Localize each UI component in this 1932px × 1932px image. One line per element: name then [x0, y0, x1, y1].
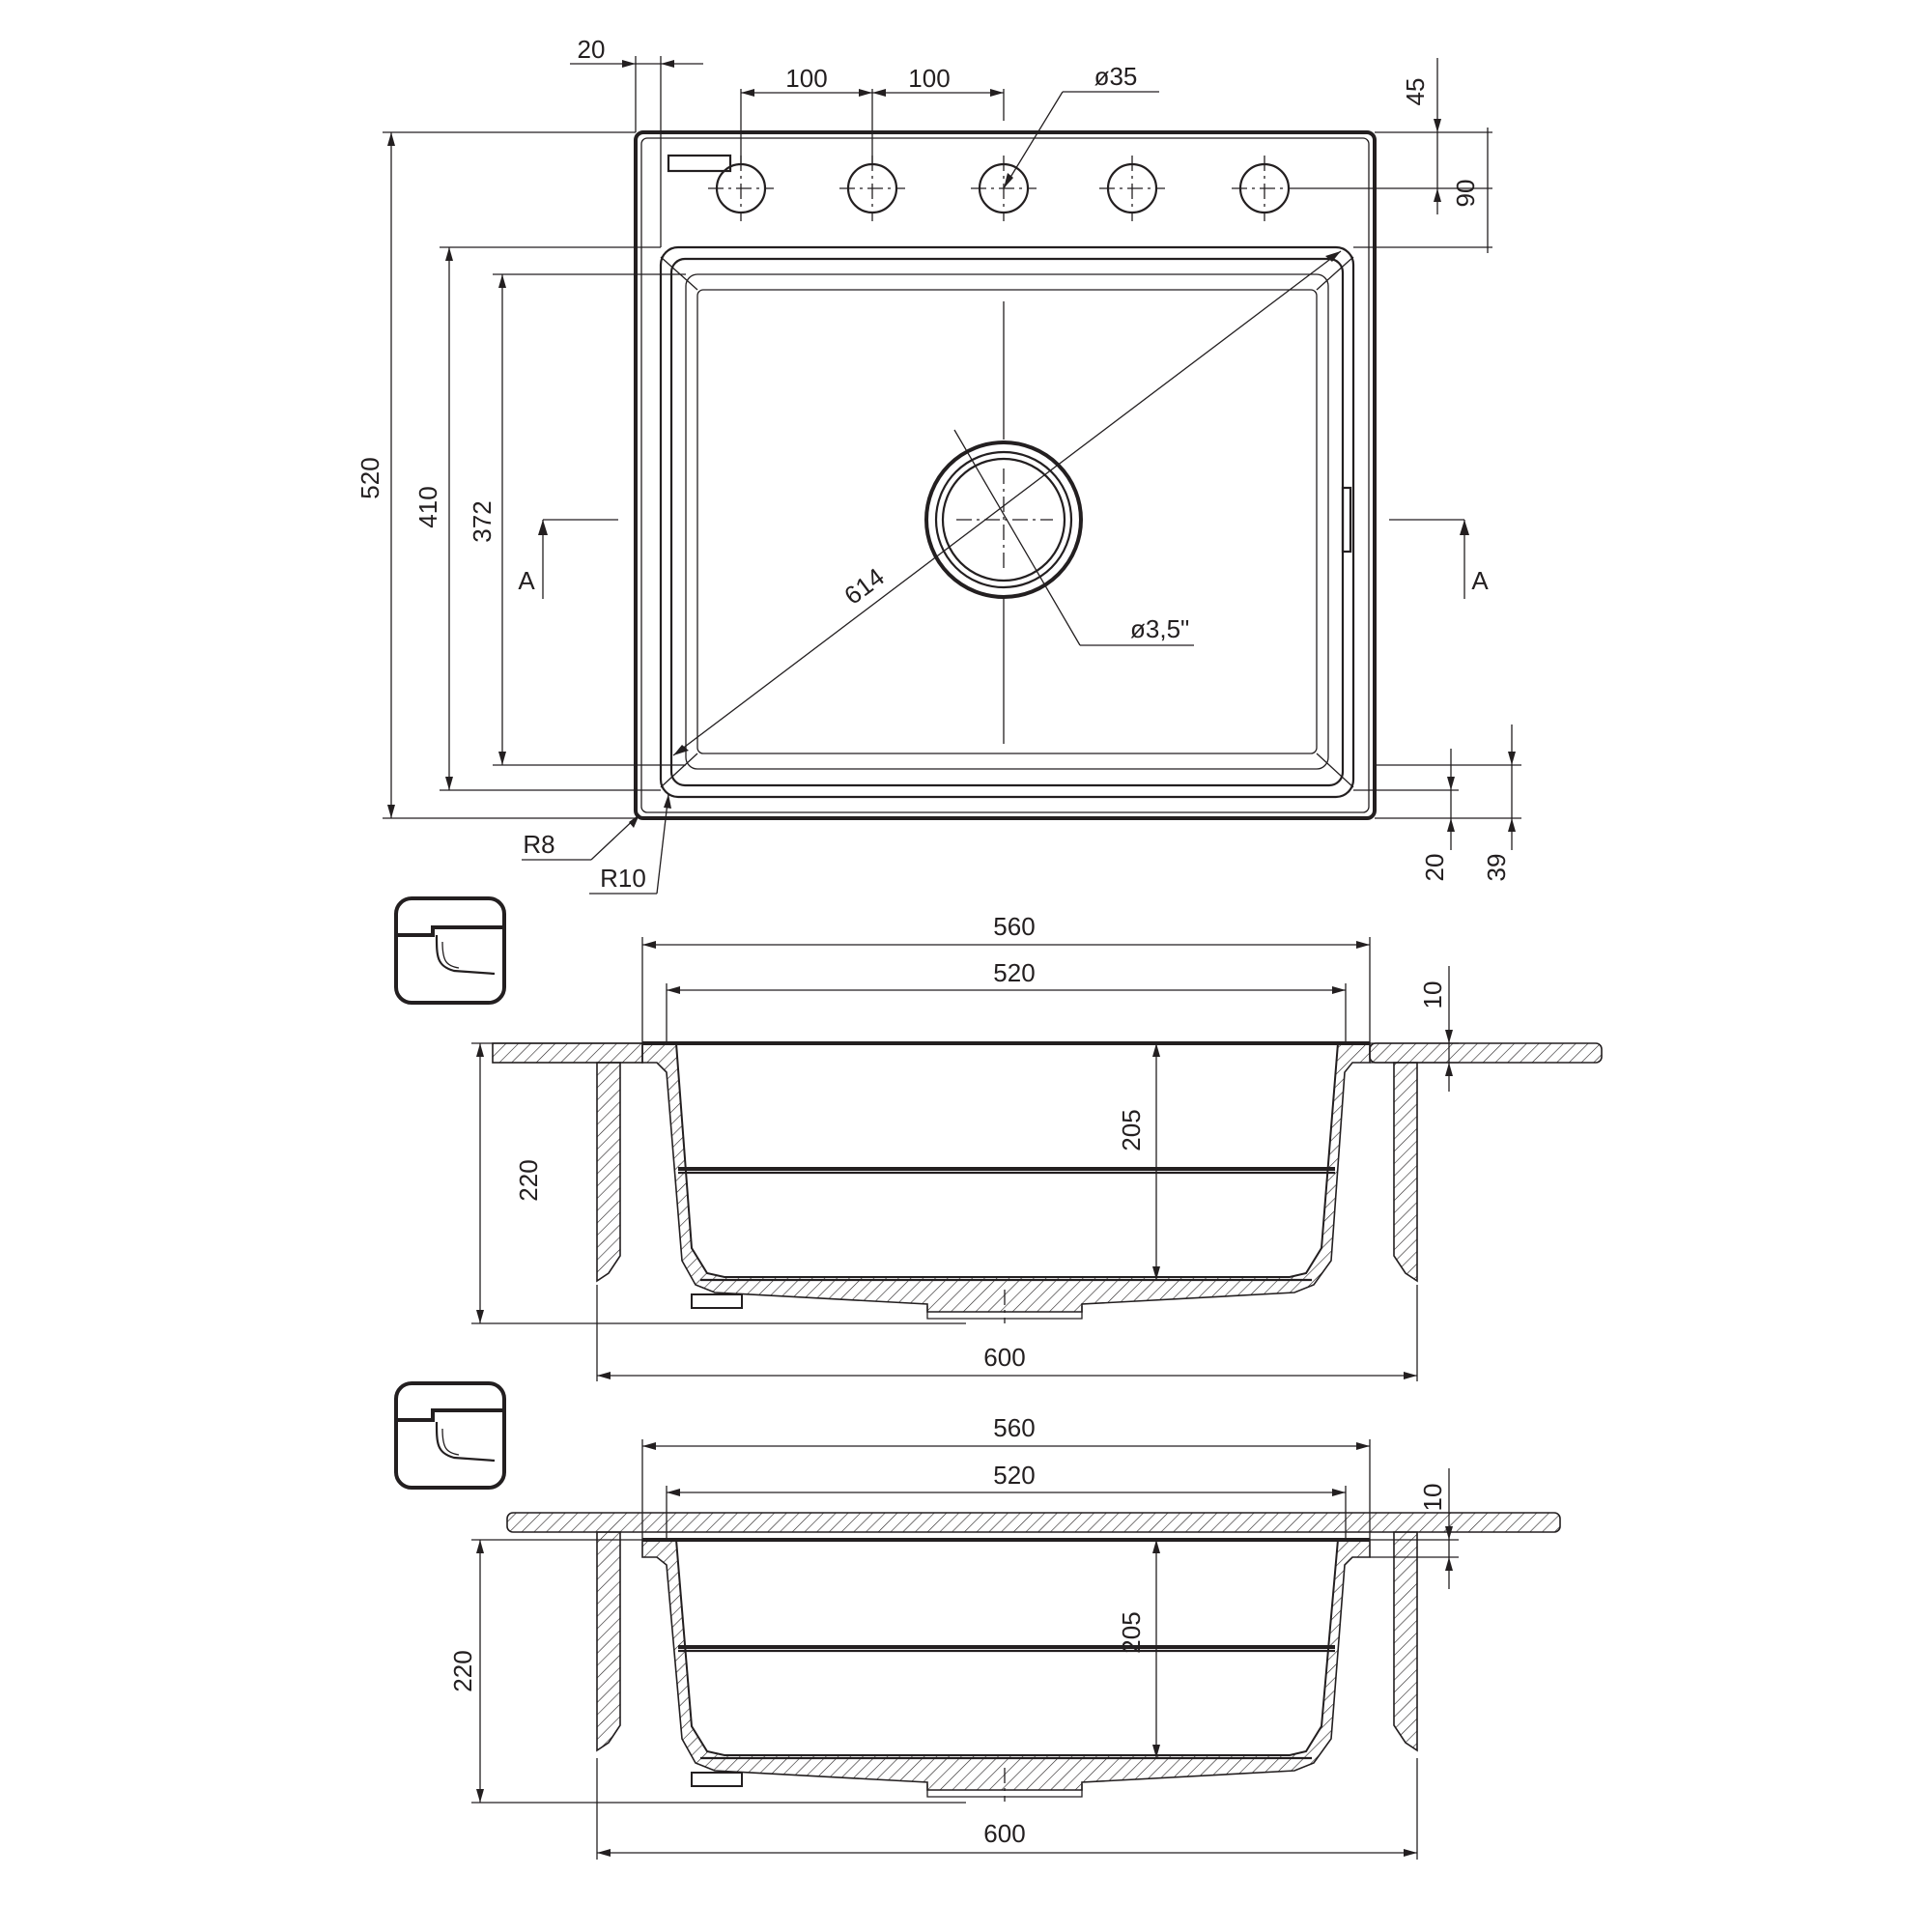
cabinet-wall-left [596, 1531, 621, 1752]
dim-width-outer-1: 560 [993, 912, 1035, 941]
countertop [506, 1512, 1561, 1533]
bowl-edge-2 [669, 257, 1345, 787]
tap-hole-2 [839, 156, 905, 221]
dim-diagonal: 614 [838, 562, 890, 611]
overflow-slot [667, 154, 732, 173]
sink-outer-rim [634, 130, 1377, 820]
countertop-left [492, 1042, 643, 1064]
dim-bowl-height-1: 205 [1117, 1109, 1146, 1151]
dim-hole-row-depth: 90 [1451, 180, 1480, 208]
dim-front-rim: 20 [1420, 854, 1449, 882]
dim-hole-spacing-1: 100 [785, 64, 827, 93]
bowl-edge-3 [685, 273, 1329, 770]
dim-bowl-inner-depth: 372 [468, 500, 497, 542]
dim-overall-depth: 520 [355, 457, 384, 498]
dim-cabinet-width-2: 600 [983, 1819, 1025, 1848]
top-view: 614 ø3,5" ø35 100 100 20 [355, 35, 1521, 895]
bowl-interior [674, 1042, 1340, 1278]
flush-mount-icon [394, 896, 506, 1005]
tap-hole-1 [708, 156, 774, 221]
section-marker-right: A [1471, 566, 1489, 595]
dim-width-outer-2: 560 [993, 1413, 1035, 1442]
section-view-1: 560 520 10 220 205 600 [394, 896, 1603, 1381]
tap-hole-5 [1232, 156, 1297, 221]
dim-rim-thickness-1: 10 [1418, 981, 1447, 1009]
dim-hole-diameter: ø35 [1094, 62, 1138, 91]
dim-tap-offset: 20 [578, 35, 606, 64]
dim-front-overall: 39 [1482, 854, 1511, 882]
dim-bowl-height-2: 205 [1117, 1611, 1146, 1653]
dim-hole-spacing-2: 100 [908, 64, 950, 93]
dim-corner-radius-outer: R8 [523, 830, 554, 859]
section-marker-left: A [518, 566, 535, 595]
cabinet-wall-right [1393, 1062, 1418, 1283]
bowl-floor [696, 289, 1318, 754]
cabinet-wall-right [1393, 1531, 1418, 1752]
top-mount-icon [394, 1381, 506, 1490]
section-view-2: 560 520 10 220 205 600 [394, 1381, 1561, 1860]
bowl-outer-edge [659, 245, 1355, 799]
tap-hole-4 [1099, 156, 1165, 221]
dim-overall-height-1: 220 [514, 1159, 543, 1201]
drain [924, 440, 1083, 599]
dim-hole-edge-offset: 45 [1401, 78, 1430, 106]
dim-width-inner-2: 520 [993, 1461, 1035, 1490]
sink-outer-rim-inner [640, 137, 1370, 813]
side-slot [1341, 486, 1352, 554]
dim-corner-radius-inner: R10 [600, 864, 646, 893]
dim-drain-diameter: ø3,5" [1130, 614, 1189, 643]
dim-bowl-depth: 410 [413, 486, 442, 527]
dim-cabinet-width-1: 600 [983, 1343, 1025, 1372]
cabinet-wall-left [596, 1062, 621, 1283]
dim-width-inner-1: 520 [993, 958, 1035, 987]
dim-rim-thickness-2: 10 [1418, 1484, 1447, 1512]
dim-overall-height-2: 220 [448, 1650, 477, 1691]
countertop-right [1369, 1042, 1603, 1064]
